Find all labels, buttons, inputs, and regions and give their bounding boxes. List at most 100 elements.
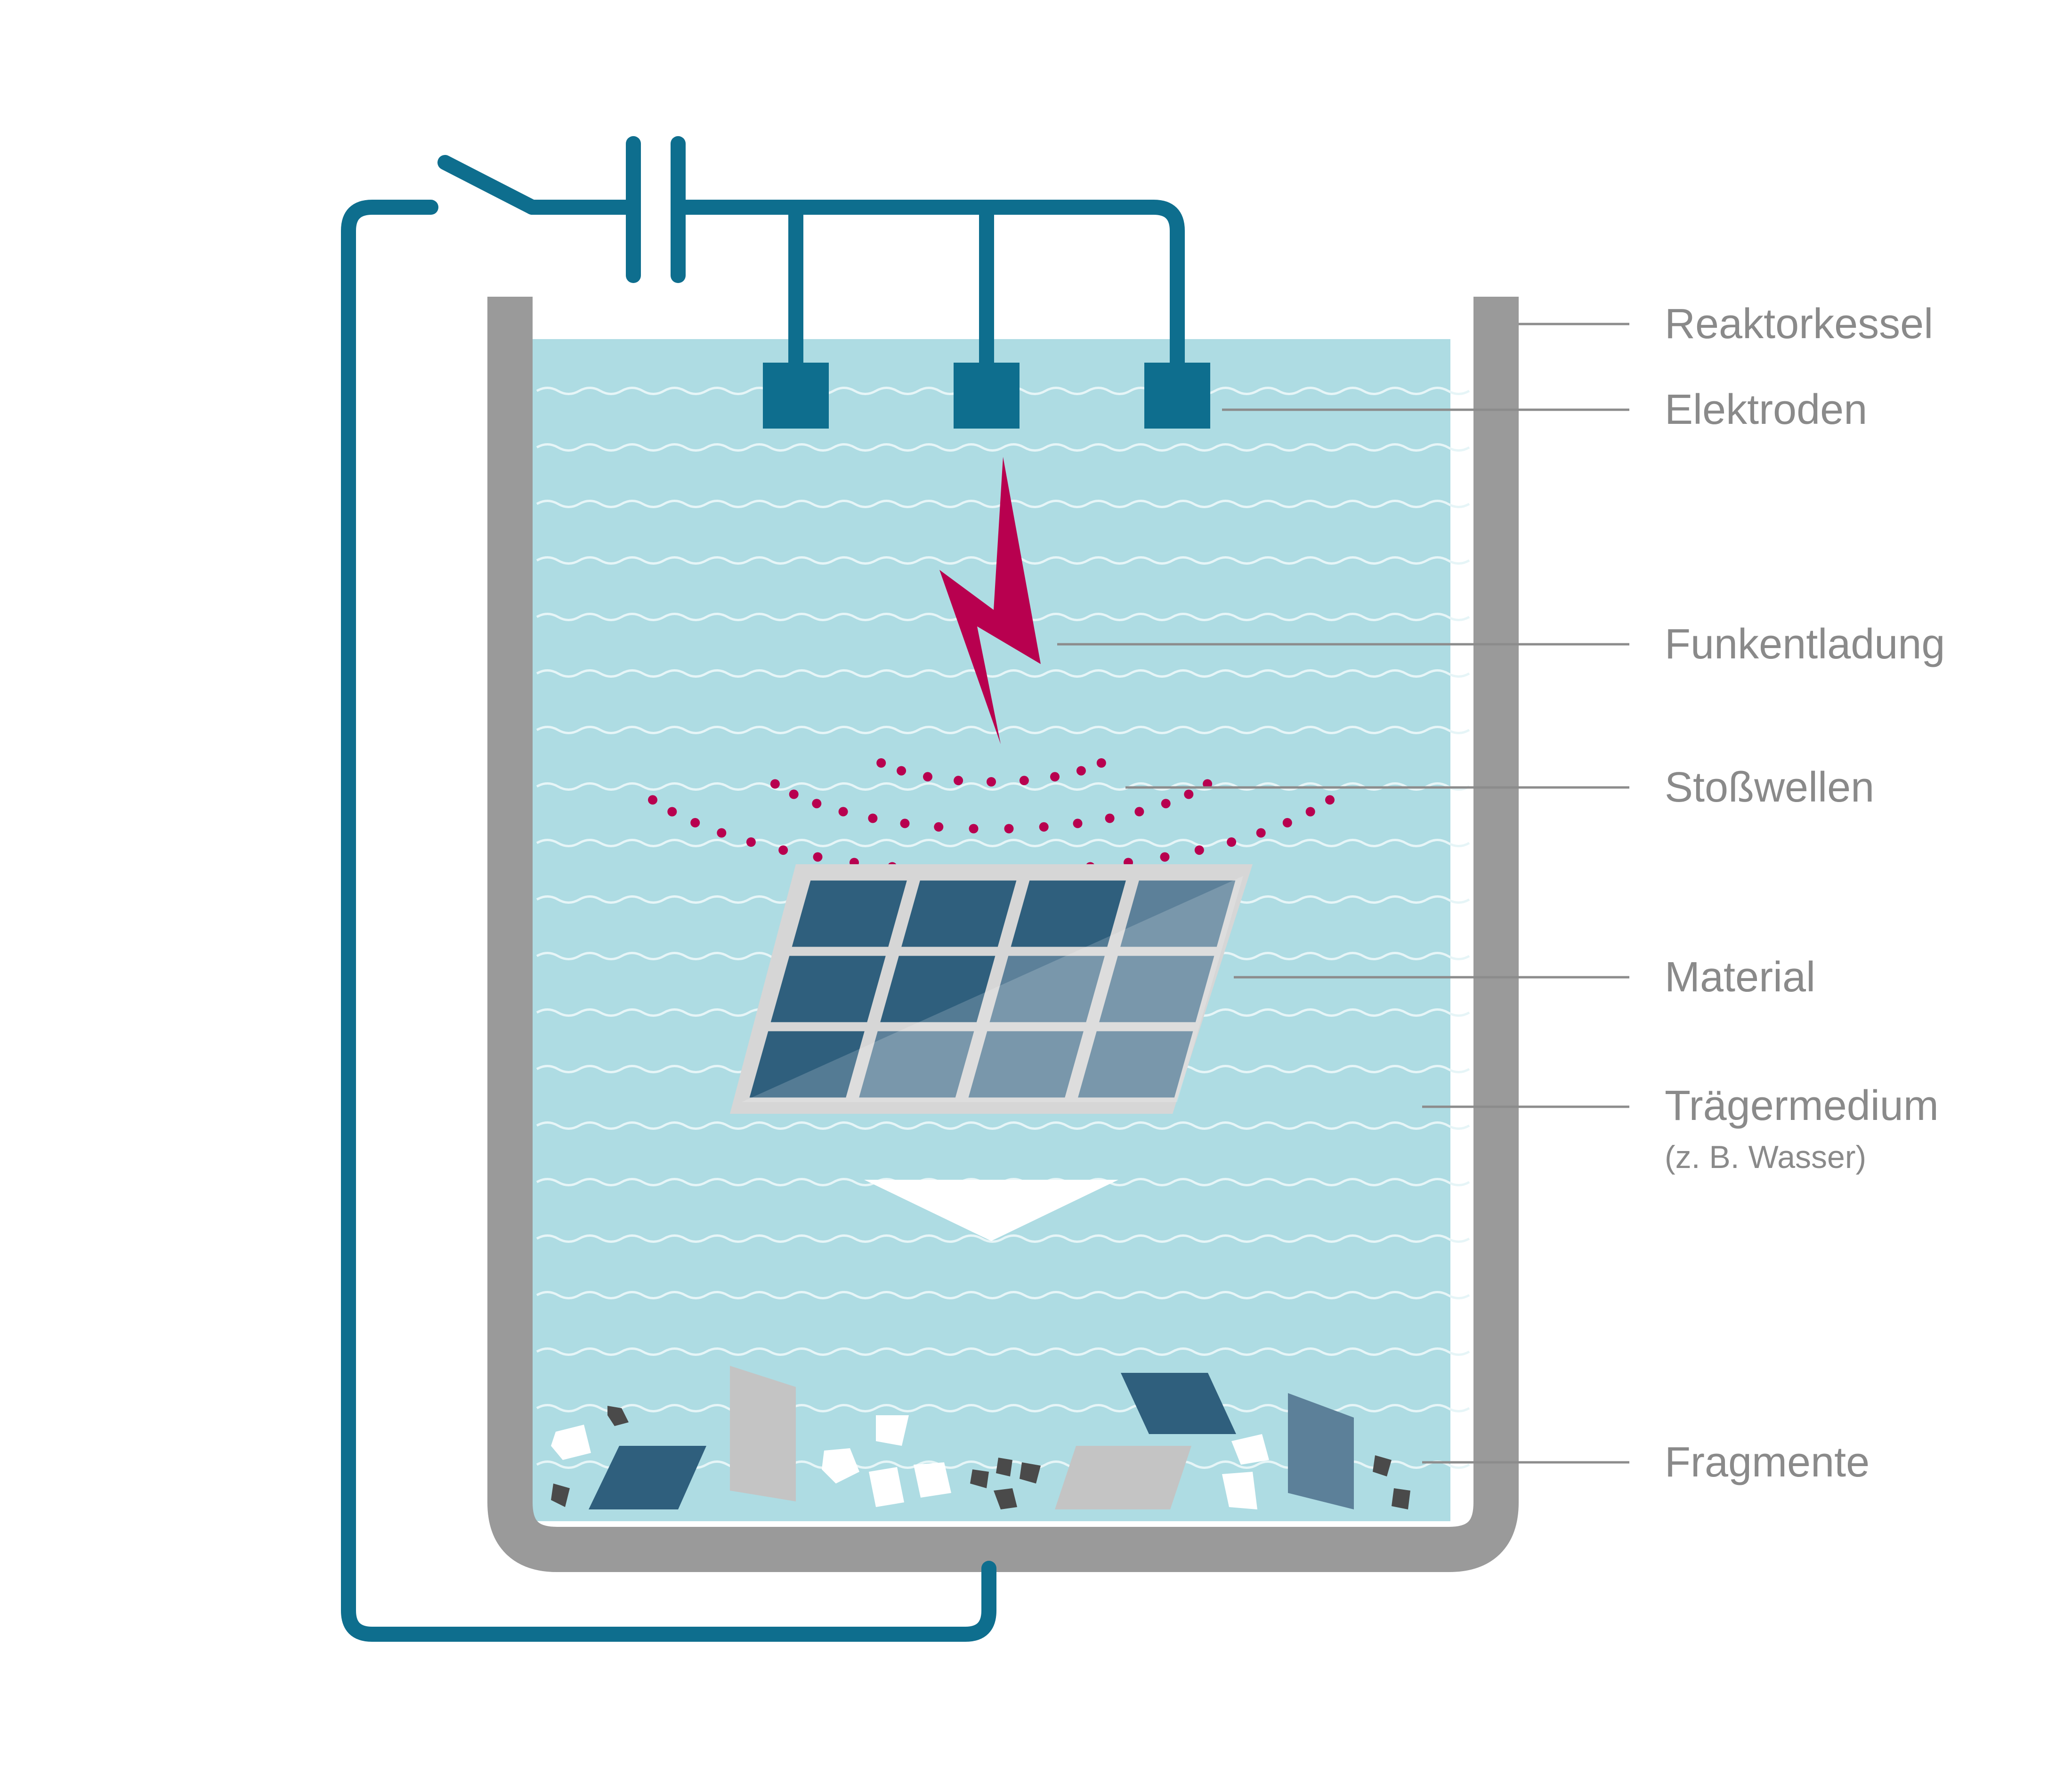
shock-wave-dot [1194, 845, 1204, 855]
reactor-vessel [487, 297, 1519, 1572]
shock-wave-dot [812, 799, 822, 809]
label-shock-waves: Stoßwellen [1665, 764, 1874, 811]
label-electrodes: Elektroden [1665, 386, 1867, 433]
fragment-black-piece [607, 1406, 629, 1426]
electric-circuit [341, 136, 1185, 1642]
panel-cell [1011, 880, 1126, 947]
shock-wave-dot [690, 818, 700, 827]
wave-line [536, 669, 1470, 678]
shock-wave-dot [868, 813, 878, 823]
shock-wave-dot [1161, 799, 1171, 809]
shock-wave-dot [954, 776, 963, 786]
shock-wave-dot [897, 766, 906, 776]
shock-wave-dot [1184, 789, 1194, 799]
fragment-panel-piece [1288, 1393, 1354, 1509]
panel-cell [989, 956, 1105, 1022]
label-material: Material [1665, 954, 1815, 1001]
fragment-black-piece [551, 1484, 570, 1507]
fragment-black-piece [1392, 1488, 1410, 1509]
shock-wave-dot [1325, 795, 1335, 805]
downward-arrow [864, 1180, 1118, 1241]
panel-cell [859, 1031, 974, 1098]
shock-wave-dot [746, 837, 756, 847]
fragment-black-piece [1020, 1462, 1041, 1484]
wave-line [536, 726, 1470, 734]
fragment-black-piece [970, 1469, 989, 1488]
wave-line [536, 1291, 1470, 1299]
shock-wave-dot [1256, 828, 1266, 838]
shock-wave-dot [717, 828, 727, 838]
electrode-3 [1144, 363, 1210, 429]
electrode-2 [954, 363, 1020, 429]
panel-cell [792, 880, 907, 947]
label-carrier-medium: Trägermedium [1665, 1082, 1939, 1129]
shock-wave-dot [770, 779, 780, 789]
fragment-white-piece [1231, 1434, 1269, 1465]
shock-wave-dot [1227, 837, 1237, 847]
solar-panel-material [730, 864, 1253, 1114]
electrodes [763, 363, 1210, 429]
circuit-return-wire [341, 200, 996, 1642]
shock-wave-dot [838, 807, 848, 817]
panel-cell [1099, 956, 1214, 1022]
shock-wave-dot [667, 807, 677, 817]
shock-wave-dot [813, 852, 823, 862]
wave-line [536, 443, 1470, 452]
shock-wave-dot [969, 824, 979, 834]
shock-wave-dot [1019, 776, 1029, 786]
fragment-panel-piece [1121, 1373, 1236, 1434]
panel-cell [1120, 880, 1236, 947]
label-fragments: Fragmente [1665, 1439, 1870, 1486]
fragment-white-piece [914, 1462, 951, 1498]
shock-wave-dot [778, 845, 788, 855]
shock-wave-dot [987, 777, 996, 787]
label-reactor-vessel: Reaktorkessel [1665, 300, 1933, 348]
label-spark-discharge: Funkentladung [1665, 621, 1945, 668]
shock-wave-dot [923, 772, 932, 782]
fragment-black-piece [1373, 1455, 1392, 1476]
wave-line [536, 839, 1470, 847]
panel-cell [880, 956, 996, 1022]
fragment-white-piece [551, 1425, 591, 1460]
label-carrier-medium-note: (z. B. Wasser) [1665, 1139, 1866, 1175]
fragment-gray-piece [1055, 1446, 1191, 1509]
shock-wave-dot [876, 758, 886, 768]
shock-wave-dot [934, 822, 944, 832]
switch-lever [437, 155, 540, 215]
panel-cell [749, 1031, 865, 1098]
wave-line [536, 1121, 1470, 1130]
shock-wave-dot [1282, 818, 1292, 827]
panel-cell [901, 880, 1017, 947]
leader-lines [1057, 323, 1629, 1464]
fragment-panel-piece [589, 1446, 706, 1509]
panel-cell [770, 956, 886, 1022]
shock-wave-dot [648, 795, 657, 805]
spark-discharge-bolt [939, 457, 1041, 744]
shock-wave-dot [1134, 807, 1144, 817]
electrode-1 [763, 363, 829, 429]
fragment-black-piece [996, 1458, 1012, 1476]
shock-wave-dot [789, 789, 799, 799]
shock-wave-dot [1105, 813, 1115, 823]
wave-line [536, 782, 1470, 791]
labels: Reaktorkessel Elektroden Funkentladung S… [1665, 300, 1945, 1486]
circuit-electrode-bus [671, 200, 1185, 375]
shock-wave-dot [1073, 819, 1083, 828]
fragment-black-piece [994, 1488, 1017, 1509]
shock-wave-dot [1096, 758, 1106, 768]
wave-line [536, 1347, 1470, 1356]
fragment-gray-piece [730, 1366, 796, 1501]
panel-cell [968, 1031, 1084, 1098]
shock-wave-dot [1050, 772, 1060, 782]
wave-line [536, 1234, 1470, 1243]
fragment-white-piece [822, 1448, 859, 1484]
panel-glare [742, 876, 1243, 1102]
fragment-white-piece [1222, 1472, 1257, 1509]
fragment-white-piece [869, 1467, 904, 1507]
shock-wave-dot [1039, 822, 1049, 832]
shock-wave-dot [1305, 807, 1315, 817]
fragments [551, 1366, 1410, 1509]
panel-cell [1078, 1031, 1193, 1098]
